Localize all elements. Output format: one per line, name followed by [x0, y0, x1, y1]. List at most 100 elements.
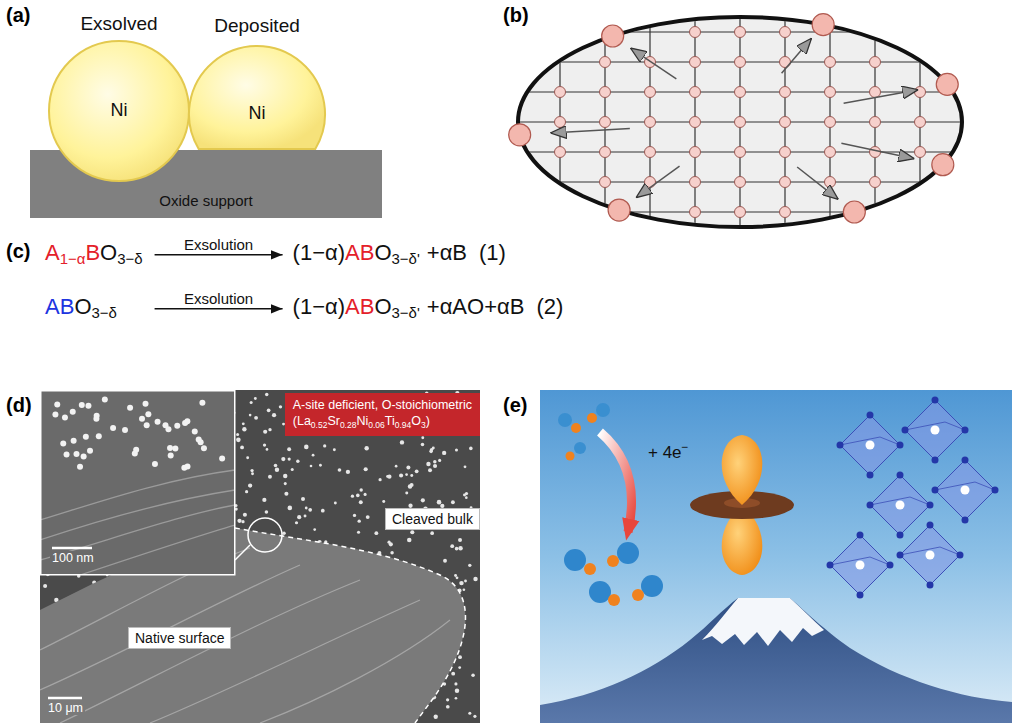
exsolved-particles	[284, 482, 287, 485]
exsolved-particles	[246, 456, 249, 459]
exsolved-particles	[152, 461, 158, 467]
exsolved-particles	[288, 457, 291, 460]
reaction-arrow	[155, 254, 283, 256]
exsolved-particles	[387, 541, 390, 544]
perovskite-lattice	[897, 552, 904, 559]
lattice-art	[797, 167, 838, 199]
product-molecule	[607, 555, 619, 567]
lattice-art	[600, 87, 611, 98]
exsolved-particles	[263, 443, 266, 446]
exsolved-particles	[378, 478, 381, 481]
lattice-art	[690, 177, 701, 188]
exsolved-particles	[438, 459, 441, 462]
lattice-art	[780, 147, 791, 158]
scale-bar	[52, 547, 92, 550]
exsolved-particles	[410, 483, 414, 487]
exsolved-particles	[254, 397, 257, 400]
element-symbol: Ni	[188, 103, 326, 124]
exsolved-particles	[310, 465, 313, 468]
perovskite-lattice	[887, 562, 894, 569]
exsolved-particles	[442, 451, 446, 455]
exsolved-particles	[410, 474, 413, 477]
exsolved-particles	[333, 448, 336, 451]
formula-part: (La	[293, 414, 311, 428]
perovskite-lattice	[962, 427, 969, 434]
exsolved-particles	[267, 408, 271, 412]
lattice-art	[915, 117, 926, 128]
perovskite-lattice	[962, 517, 969, 524]
exsolved-particles	[382, 500, 385, 503]
exsolved-particles	[279, 405, 282, 408]
exsolved-particles	[274, 464, 278, 468]
perovskite-lattice	[992, 487, 999, 494]
process-label: Exsolution	[184, 290, 253, 307]
exsolved-particles	[334, 502, 337, 505]
exsolved-particles	[458, 666, 461, 669]
exsolved-particles	[410, 530, 414, 534]
exsolved-particles	[429, 450, 433, 454]
formula-part: 0.52	[311, 420, 328, 430]
exsolved-particles	[85, 403, 91, 409]
exsolved-particles	[405, 473, 408, 476]
exsolved-particles	[437, 500, 442, 505]
exsolved-particles	[374, 531, 378, 535]
exsolved-particles	[421, 498, 425, 502]
exsolved-particles	[52, 411, 58, 417]
gas-molecule	[558, 413, 572, 427]
lattice-art	[780, 27, 791, 38]
exsolved-particles	[155, 419, 161, 425]
formula-part: 3−δ	[92, 304, 117, 321]
exsolved-particles	[266, 448, 269, 451]
exsolved-particles	[71, 438, 77, 444]
lattice-art	[600, 177, 611, 188]
exsolved-particles	[251, 472, 254, 475]
perovskite-lattice	[857, 592, 864, 599]
lattice-art	[690, 117, 701, 128]
product-molecule	[641, 575, 663, 597]
exsolved-particles	[464, 580, 467, 583]
formula-part: +αAO+αB	[427, 294, 525, 319]
exsolved-particles	[446, 698, 449, 701]
perovskite-lattice	[867, 472, 874, 479]
lattice-art	[825, 87, 836, 98]
exsolved-particles	[62, 414, 68, 420]
lattice-art	[500, 0, 980, 250]
exsolved-particles	[455, 689, 459, 693]
gas-molecule	[596, 403, 610, 417]
lattice-art	[780, 117, 791, 128]
lattice-art	[870, 177, 881, 188]
equation: ABO3−δ	[45, 294, 117, 322]
perovskite-lattice	[932, 457, 939, 464]
exsolved-particles	[102, 396, 108, 402]
formula-part: 3	[421, 420, 426, 430]
lattice-art	[841, 143, 914, 158]
lattice-art	[780, 177, 791, 188]
formula-part: 3−δ	[117, 250, 142, 267]
exsolved-particles	[426, 462, 430, 466]
exsolved-particles	[174, 423, 180, 429]
snowcap	[702, 598, 824, 646]
lattice-art	[500, 0, 980, 250]
exsolved-particles	[459, 581, 463, 585]
formula-part: +αB	[427, 240, 467, 265]
process-label: Exsolution	[184, 236, 253, 253]
sem-inset	[40, 390, 235, 575]
exsolved-particles	[468, 712, 471, 715]
lattice-art	[825, 57, 836, 68]
formula-part: O	[74, 294, 91, 319]
exsolved-particles	[219, 456, 225, 462]
exsolved-particles	[250, 469, 253, 472]
exsolved-particles	[282, 532, 285, 535]
lattice-art	[825, 177, 836, 188]
reduction-arrow	[600, 432, 632, 532]
product-molecule	[564, 549, 586, 571]
lattice-art	[645, 147, 656, 158]
lattice-art	[509, 124, 531, 146]
exsolved-particles	[469, 447, 473, 451]
surface-striations	[40, 565, 300, 690]
panel-letter: (c)	[6, 240, 30, 263]
exsolved-particles	[237, 519, 241, 523]
surface-boundary	[235, 528, 465, 723]
deposited-particle: DepositedNi	[188, 45, 326, 150]
perovskite-lattice	[896, 501, 905, 510]
